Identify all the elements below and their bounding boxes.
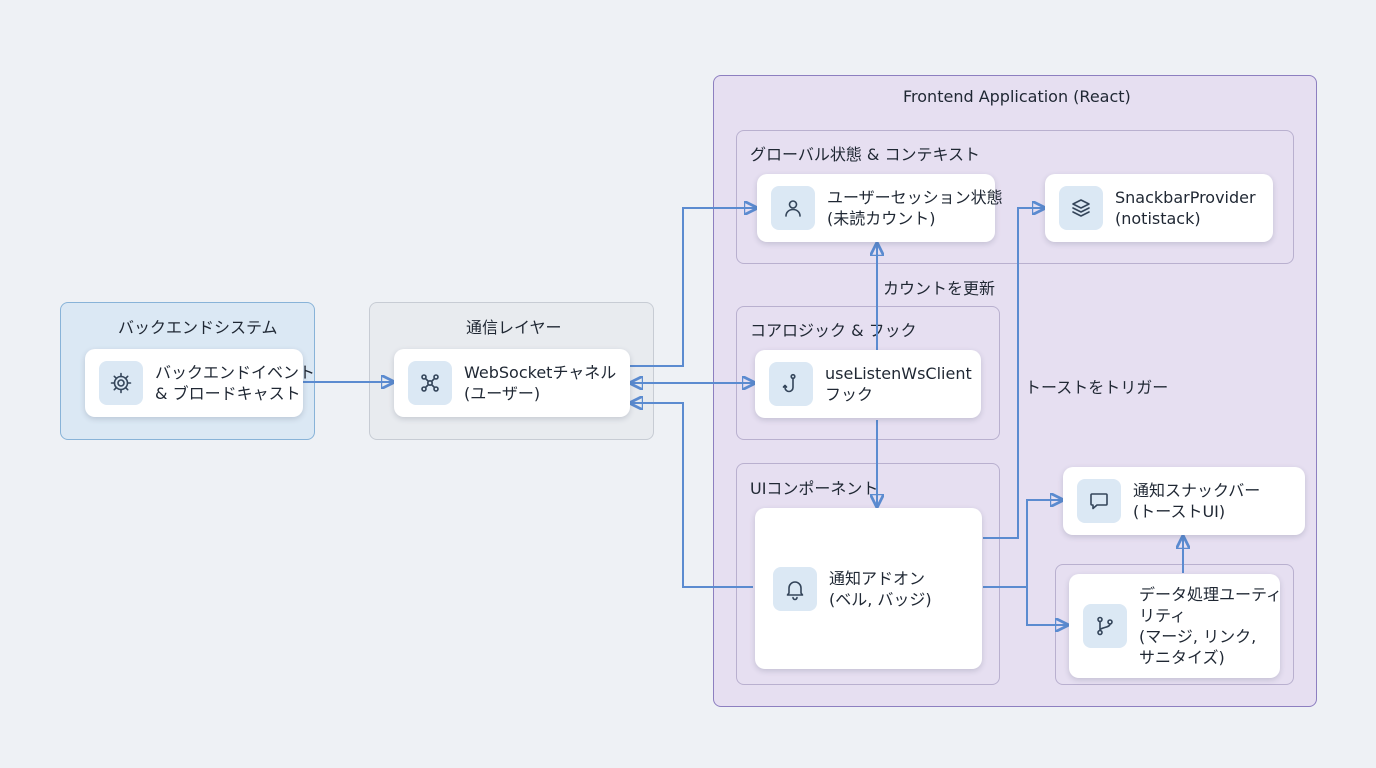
network-icon (408, 361, 452, 405)
backend-event-node[interactable]: バックエンドイベント & ブロードキャスト (85, 349, 315, 417)
websocket-channel-label: WebSocketチャネル (ユーザー) (464, 363, 617, 403)
notification-addon-label: 通知アドオン (ベル, バッジ) (829, 568, 932, 609)
trigger-toast-label: トーストをトリガー (1025, 378, 1169, 397)
websocket-channel-node[interactable]: WebSocketチャネル (ユーザー) (394, 349, 630, 417)
chat-icon (1077, 479, 1121, 523)
layers-icon (1059, 186, 1103, 230)
snackbar-provider-label: SnackbarProvider (notistack) (1115, 188, 1256, 228)
branch-icon (1083, 604, 1127, 648)
gear-icon (99, 361, 143, 405)
communication-layer-title: 通信レイヤー (466, 318, 562, 337)
notification-snackbar-label: 通知スナックバー (トーストUI) (1133, 481, 1261, 521)
update-count-label: カウントを更新 (883, 279, 996, 298)
data-processing-utility-node[interactable]: データ処理ユーティ リティ (マージ, リンク, サニタイズ) (1069, 574, 1283, 678)
use-listen-ws-client-node[interactable]: useListenWsClient フック (755, 350, 981, 418)
user-session-state-node[interactable]: ユーザーセッション状態 (未読カウント) (757, 174, 1003, 242)
global-state-title: グローバル状態 & コンテキスト (750, 145, 981, 164)
snackbar-provider-node[interactable]: SnackbarProvider (notistack) (1045, 174, 1273, 242)
frontend-application-title: Frontend Application (React) (903, 87, 1131, 106)
notification-addon-node[interactable]: 通知アドオン (ベル, バッジ) (755, 508, 982, 669)
user-icon (771, 186, 815, 230)
backend-event-label: バックエンドイベント & ブロードキャスト (155, 363, 316, 403)
data-processing-utility-label: データ処理ユーティ リティ (マージ, リンク, サニタイズ) (1139, 585, 1283, 667)
user-session-state-label: ユーザーセッション状態 (未読カウント) (827, 188, 1003, 228)
core-logic-title: コアロジック & フック (750, 321, 917, 340)
ui-components-title: UIコンポーネント (750, 479, 879, 498)
use-listen-ws-client-label: useListenWsClient フック (825, 364, 972, 404)
backend-system-title: バックエンドシステム (118, 318, 278, 337)
notification-snackbar-node[interactable]: 通知スナックバー (トーストUI) (1063, 467, 1305, 535)
bell-icon (773, 566, 817, 611)
hook-icon (769, 362, 813, 406)
